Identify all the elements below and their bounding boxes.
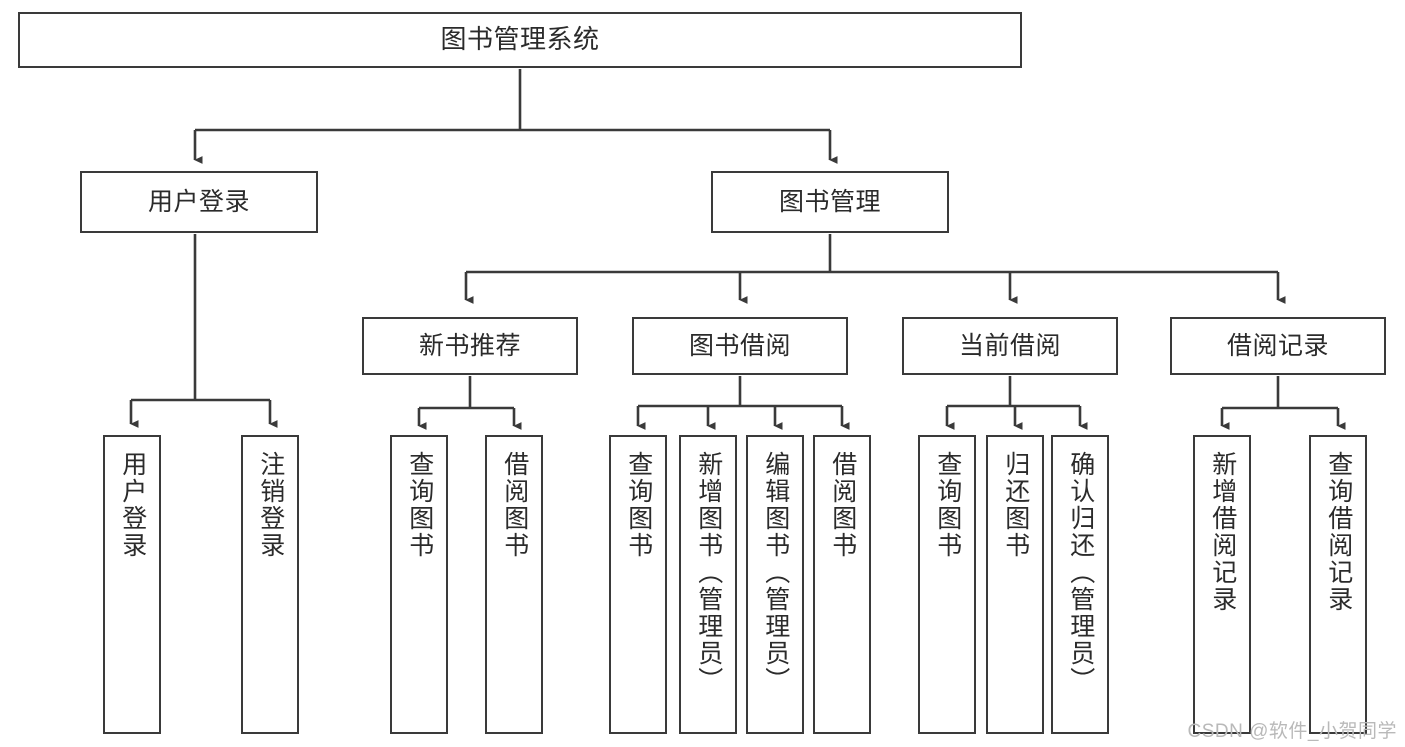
leaf-label: 借阅图书 (828, 451, 857, 559)
node-borrow-record[interactable]: 借阅记录 (1170, 317, 1386, 375)
leaf-label: 确认归还（管理员） (1066, 451, 1095, 694)
leaf-user-login-logout[interactable]: 注销登录 (241, 435, 299, 734)
node-user-login[interactable]: 用户登录 (80, 171, 318, 233)
leaf-label: 查询图书 (405, 451, 434, 559)
leaf-label: 编辑图书（管理员） (761, 451, 790, 694)
leaf-label: 查询图书 (624, 451, 653, 559)
leaf-recommend-query-book[interactable]: 查询图书 (390, 435, 448, 734)
leaf-recommend-borrow-book[interactable]: 借阅图书 (485, 435, 543, 734)
leaf-borrow-borrow-book[interactable]: 借阅图书 (813, 435, 871, 734)
leaf-label: 新增图书（管理员） (694, 451, 723, 694)
leaf-label: 注销登录 (256, 451, 285, 559)
node-book-management[interactable]: 图书管理 (711, 171, 949, 233)
leaf-record-add-record[interactable]: 新增借阅记录 (1193, 435, 1251, 734)
leaf-user-login-login[interactable]: 用户登录 (103, 435, 161, 734)
node-new-book-recommend[interactable]: 新书推荐 (362, 317, 578, 375)
leaf-current-query-book[interactable]: 查询图书 (918, 435, 976, 734)
leaf-borrow-edit-book-admin[interactable]: 编辑图书（管理员） (746, 435, 804, 734)
leaf-label: 归还图书 (1001, 451, 1030, 559)
leaf-label: 查询图书 (933, 451, 962, 559)
leaf-record-query-record[interactable]: 查询借阅记录 (1309, 435, 1367, 734)
leaf-label: 新增借阅记录 (1208, 451, 1237, 613)
node-root-system[interactable]: 图书管理系统 (18, 12, 1022, 68)
leaf-label: 用户登录 (118, 451, 147, 559)
node-current-borrow[interactable]: 当前借阅 (902, 317, 1118, 375)
leaf-current-confirm-return-admin[interactable]: 确认归还（管理员） (1051, 435, 1109, 734)
leaf-borrow-add-book-admin[interactable]: 新增图书（管理员） (679, 435, 737, 734)
leaf-borrow-query-book[interactable]: 查询图书 (609, 435, 667, 734)
leaf-current-return-book[interactable]: 归还图书 (986, 435, 1044, 734)
leaf-label: 借阅图书 (500, 451, 529, 559)
watermark-text: CSDN @软件_小贺同学 (1187, 721, 1397, 742)
node-book-borrow[interactable]: 图书借阅 (632, 317, 848, 375)
leaf-label: 查询借阅记录 (1324, 451, 1353, 613)
